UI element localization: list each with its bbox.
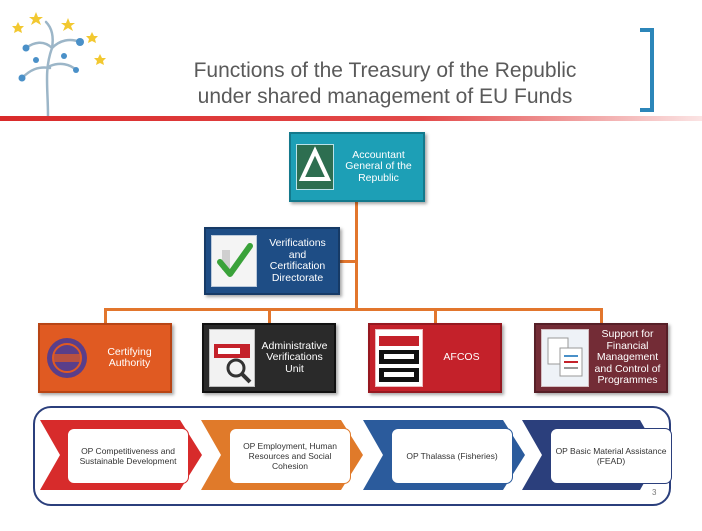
- op-card-competitiveness: OP Competitiveness and Sustainable Devel…: [67, 428, 189, 484]
- org-box-label: Verifications and Certification Director…: [269, 237, 326, 284]
- page-number: 3: [652, 488, 657, 497]
- org-box-certifying-authority: Certifying Authority: [38, 323, 172, 393]
- paperwork-icon: [541, 329, 589, 387]
- connector-top-vertical: [355, 202, 358, 310]
- slide-title-line-2: under shared management of EU Funds: [197, 85, 573, 108]
- connector-drop-admin: [268, 308, 271, 324]
- connector-horizontal-bus: [104, 308, 602, 311]
- header-divider: [0, 116, 702, 121]
- op-card-fead: OP Basic Material Assistance (FEAD): [550, 428, 672, 484]
- org-box-accountant-general: Accountant General of the Republic: [289, 132, 425, 202]
- org-box-verifications-directorate: Verifications and Certification Director…: [204, 227, 340, 295]
- accent-bracket: [640, 28, 654, 112]
- connector-directorate-branch: [340, 260, 356, 263]
- org-box-label: AFCOS: [443, 351, 480, 364]
- connector-drop-afcos: [434, 308, 437, 324]
- org-box-afcos: AFCOS: [368, 323, 502, 393]
- connector-drop-certifying: [104, 308, 107, 324]
- recycle-logo-icon: [296, 144, 334, 190]
- slide-title: Functions of the Treasury of the Republi…: [150, 58, 620, 110]
- eu-tree-logo-icon: [12, 12, 106, 118]
- connector-drop-support: [600, 308, 603, 324]
- org-box-support-financial-management: Support for Financial Management and Con…: [534, 323, 668, 393]
- checkmark-icon: [211, 235, 257, 287]
- verify-magnifier-icon: [209, 329, 255, 387]
- stamp-icon: [47, 338, 87, 378]
- org-box-administrative-verifications: Administrative Verifications Unit: [202, 323, 336, 393]
- org-box-label: Accountant General of the Republic: [345, 148, 412, 184]
- op-card-thalassa: OP Thalassa (Fisheries): [391, 428, 513, 484]
- fraud-alert-icon: [375, 329, 423, 387]
- org-box-label: Certifying Authority: [107, 345, 152, 369]
- slide-title-line-1: Functions of the Treasury of the Republi…: [193, 59, 577, 82]
- org-box-label: Administrative Verifications Unit: [261, 339, 328, 375]
- op-card-employment: OP Employment, Human Resources and Socia…: [229, 428, 351, 484]
- org-box-label: Support for Financial Management and Con…: [594, 328, 661, 387]
